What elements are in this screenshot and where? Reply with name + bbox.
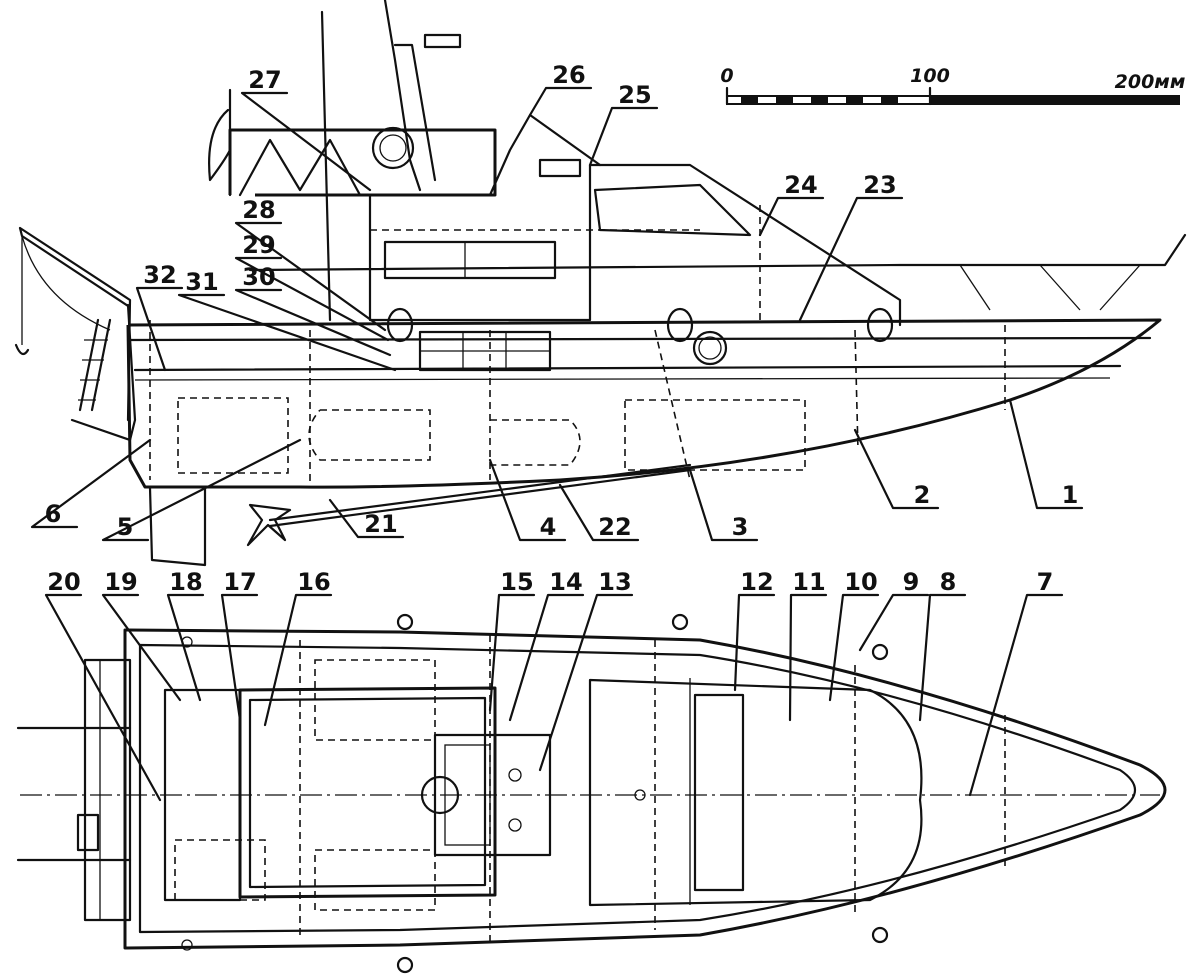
scale-tick-200: 200мм [1115,71,1186,93]
side-view-labels: 1 2 3 4 5 6 21 22 23 24 25 26 27 28 29 3… [45,61,1079,541]
callout-31: 31 [185,268,218,296]
callout-2: 2 [914,481,931,509]
callout-29: 29 [242,231,275,259]
leader-lines [30,86,1084,802]
callout-22: 22 [598,513,631,541]
callout-28: 28 [242,196,275,224]
callout-25: 25 [618,81,651,109]
callout-20: 20 [47,568,80,596]
callout-23: 23 [863,171,896,199]
callout-26: 26 [552,61,585,89]
callout-27: 27 [248,66,281,94]
callout-4: 4 [540,513,557,541]
callout-24: 24 [784,171,817,199]
callout-9: 9 [903,568,920,596]
callout-32: 32 [143,261,176,289]
scale-bar: 0 100 200мм [720,65,1186,106]
callout-19: 19 [104,568,137,596]
callout-1: 1 [1062,481,1079,509]
callout-17: 17 [223,568,256,596]
callout-10: 10 [844,568,877,596]
callout-7: 7 [1037,568,1054,596]
callout-13: 13 [598,568,631,596]
callout-18: 18 [169,568,202,596]
plan-view-labels: 7 8 9 10 11 12 13 14 15 16 17 18 19 20 [47,568,1053,596]
callout-16: 16 [297,568,330,596]
scale-tick-0: 0 [720,65,733,87]
callout-15: 15 [500,568,533,596]
callout-30: 30 [242,263,275,291]
callout-5: 5 [117,513,134,541]
callout-14: 14 [549,568,582,596]
callout-12: 12 [740,568,773,596]
callout-11: 11 [792,568,825,596]
callout-3: 3 [732,513,749,541]
callout-8: 8 [940,568,957,596]
callout-21: 21 [364,510,397,538]
callout-6: 6 [45,500,62,528]
scale-tick-100: 100 [910,65,950,87]
plan-view [16,613,1167,974]
